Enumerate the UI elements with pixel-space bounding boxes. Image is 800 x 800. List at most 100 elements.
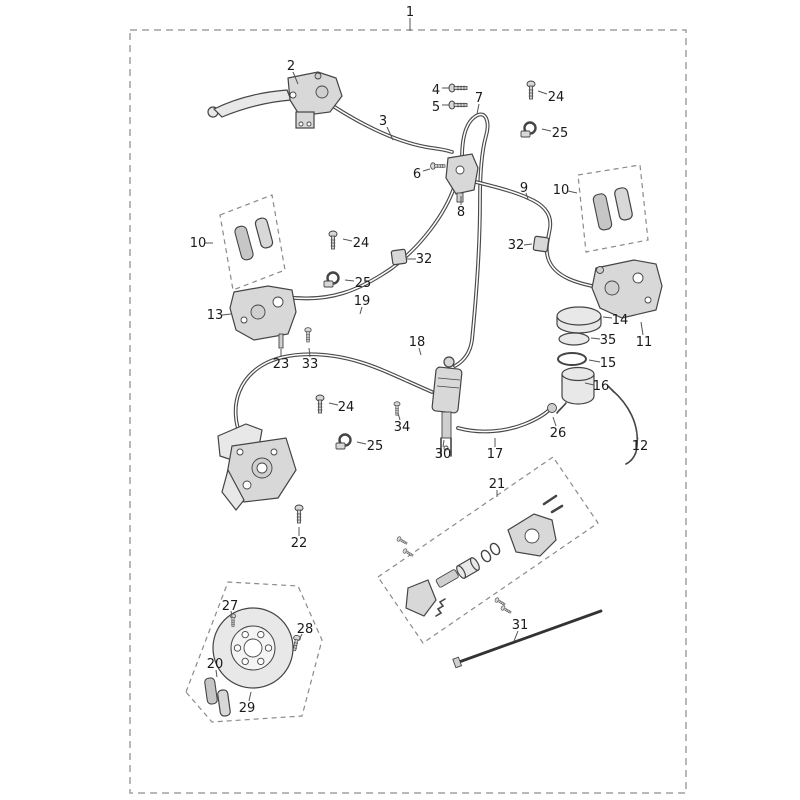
rear-pad-20a <box>204 677 218 705</box>
reservoir-cap <box>556 306 602 334</box>
leader-line-15 <box>588 359 601 363</box>
hose-clamp-32-right <box>532 235 550 253</box>
part-label-34: 34 <box>394 420 411 435</box>
part-label-2: 2 <box>287 59 295 74</box>
leader-line-10 <box>567 190 578 194</box>
part-label-33: 33 <box>302 357 319 372</box>
bleeder-33 <box>304 327 312 343</box>
rear-caliper <box>217 423 297 511</box>
part-label-29: 29 <box>239 701 256 716</box>
part-label-25: 25 <box>552 126 569 141</box>
brake-pads-box-right <box>577 164 649 253</box>
diagram-border <box>129 29 687 794</box>
diaphragm-35 <box>558 332 590 346</box>
leader-line-32 <box>523 243 533 246</box>
bolt-4 <box>448 83 468 93</box>
leader-line-19 <box>359 306 363 315</box>
bolt-6 <box>430 162 446 170</box>
center-brake-hose <box>453 112 490 368</box>
leader-line-26 <box>552 416 557 427</box>
part-label-17: 17 <box>487 447 504 462</box>
part-label-26: 26 <box>550 426 567 441</box>
part-label-10: 10 <box>190 236 207 251</box>
part-label-31: 31 <box>512 618 529 633</box>
leader-line-13 <box>221 313 232 316</box>
front-caliper-right <box>591 259 663 319</box>
part-label-23: 23 <box>273 357 290 372</box>
clamp-25-mid <box>322 271 340 289</box>
leader-line-11 <box>640 321 644 336</box>
front-brake-hose <box>331 104 454 154</box>
plate-ring-15 <box>557 352 587 366</box>
part-label-24: 24 <box>338 400 355 415</box>
part-label-10: 10 <box>553 183 570 198</box>
pad-pin-23 <box>278 333 284 349</box>
banjo-bolt-26 <box>547 403 557 413</box>
part-label-14: 14 <box>612 313 629 328</box>
part-label-3: 3 <box>379 114 387 129</box>
part-label-11: 11 <box>636 335 653 350</box>
part-label-5: 5 <box>432 100 440 115</box>
leader-line-31 <box>513 630 519 642</box>
leader-line-30 <box>442 439 445 448</box>
bolt-24-low <box>315 394 325 414</box>
part-label-8: 8 <box>457 205 465 220</box>
leader-line-6 <box>422 168 431 172</box>
leader-line-18 <box>418 347 422 356</box>
part-label-16: 16 <box>593 379 610 394</box>
leader-line-24 <box>537 90 548 95</box>
part-label-20: 20 <box>207 657 224 672</box>
part-label-12: 12 <box>632 439 649 454</box>
clamp-25-top <box>519 121 537 139</box>
bolt-22 <box>294 504 304 524</box>
part-label-28: 28 <box>297 622 314 637</box>
part-label-9: 9 <box>520 181 528 196</box>
part-label-13: 13 <box>207 308 224 323</box>
part-label-24: 24 <box>353 236 370 251</box>
leader-line-7 <box>476 103 480 115</box>
part-label-4: 4 <box>432 83 440 98</box>
part-label-25: 25 <box>367 439 384 454</box>
part-label-30: 30 <box>435 447 452 462</box>
rebuild-kit-box <box>377 456 599 644</box>
rod-31 <box>452 609 603 669</box>
leader-line-24 <box>328 402 339 406</box>
part-label-7: 7 <box>475 91 483 106</box>
rear-brake-hose <box>233 352 434 446</box>
leader-line-27 <box>230 610 233 618</box>
right-front-hose <box>474 180 604 290</box>
leader-line-28 <box>298 633 303 641</box>
part-label-1: 1 <box>406 5 414 20</box>
part-label-32: 32 <box>508 238 525 253</box>
hose-clamp-32-left <box>390 248 408 266</box>
leader-line-25 <box>344 279 355 282</box>
bolt-34 <box>393 401 401 416</box>
leader-line-3 <box>386 126 394 141</box>
rear-pad-20b <box>217 689 231 717</box>
brake-disc-box <box>185 581 323 723</box>
brake-pads-box-left <box>219 194 286 291</box>
leader-line-12 <box>635 429 639 440</box>
front-caliper-left <box>229 285 297 349</box>
part-label-18: 18 <box>409 335 426 350</box>
leader-line-25 <box>356 441 367 445</box>
part-label-24: 24 <box>548 90 565 105</box>
part-label-25: 25 <box>355 276 372 291</box>
part-label-35: 35 <box>600 333 617 348</box>
part-label-21: 21 <box>489 477 506 492</box>
part-label-19: 19 <box>354 294 371 309</box>
leader-line-24 <box>342 238 353 242</box>
leader-line-33 <box>308 347 311 358</box>
clamp-25-low <box>334 433 352 451</box>
part-label-22: 22 <box>291 536 308 551</box>
reservoir-body <box>556 366 595 414</box>
part-label-32: 32 <box>416 252 433 267</box>
leader-line-25 <box>541 128 552 132</box>
dipstick-rod <box>607 385 639 465</box>
leader-line-16 <box>584 382 595 386</box>
front-brake-lever-assembly <box>207 71 343 129</box>
reservoir-hose <box>456 408 551 434</box>
brake-disc-29 <box>212 607 294 689</box>
